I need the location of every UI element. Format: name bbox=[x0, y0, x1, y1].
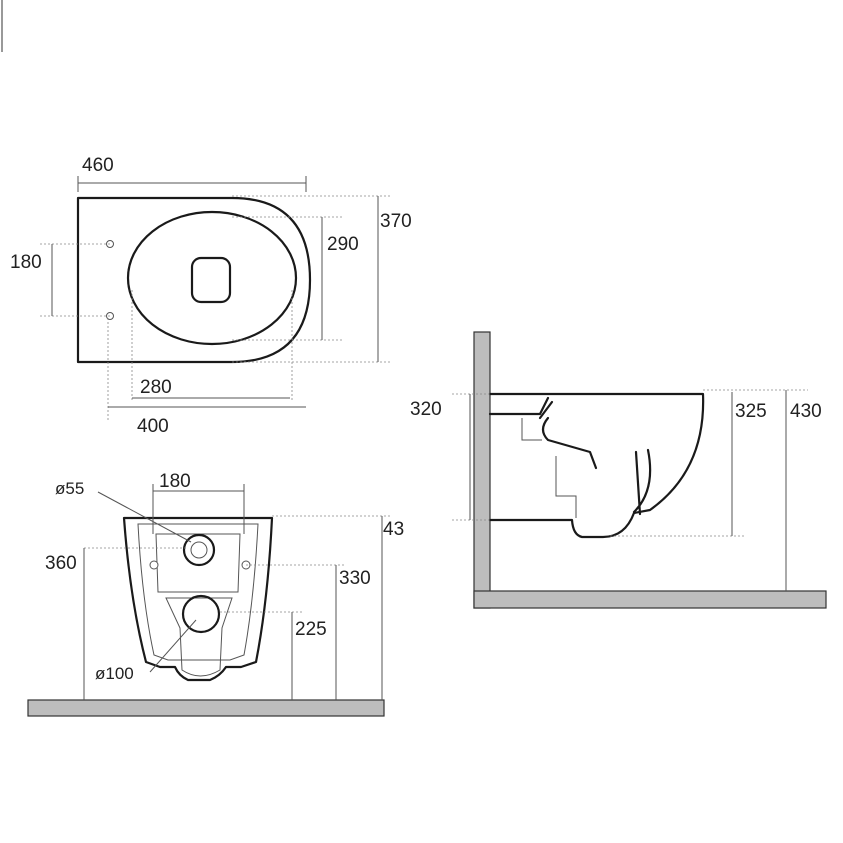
front-view-label-total-height-cropped: 43 bbox=[383, 519, 404, 540]
top-view-label-fixing-length: 400 bbox=[137, 416, 169, 437]
side-view-flush-channel bbox=[538, 400, 598, 470]
side-view-label-inlet-height: 320 bbox=[410, 399, 442, 420]
top-view-pan-outline bbox=[76, 196, 312, 364]
front-view-inlet-plate bbox=[155, 533, 241, 593]
front-view-outlet-hole bbox=[181, 594, 221, 634]
front-view-label-outlet-diameter: ø100 bbox=[95, 664, 134, 683]
front-view-label-inlet-height: 330 bbox=[339, 568, 371, 589]
front-view: ø55 180 360 330 225 ø100 43 bbox=[27, 471, 404, 717]
front-view-outlet-frame bbox=[165, 597, 233, 677]
side-view-label-total-height: 430 bbox=[790, 401, 822, 422]
top-view-drain bbox=[190, 256, 232, 304]
side-view-pan-outline bbox=[488, 392, 705, 539]
side-view: 320 325 430 bbox=[410, 331, 827, 609]
front-view-inlet-hole bbox=[190, 541, 208, 559]
front-view-body-outline bbox=[122, 516, 274, 682]
side-view-label-rim-depth: 325 bbox=[735, 401, 767, 422]
front-view-inner-shell bbox=[137, 523, 259, 661]
top-view-label-bowl-depth: 290 bbox=[327, 234, 359, 255]
side-view-inner-bowl bbox=[632, 448, 652, 516]
front-view-inlet-ring bbox=[182, 533, 216, 567]
side-view-wall bbox=[473, 331, 491, 609]
top-view: 460 370 290 180 280 400 bbox=[10, 155, 412, 437]
top-view-bowl bbox=[126, 210, 298, 346]
top-view-label-fixing-spacing: 180 bbox=[10, 252, 42, 273]
top-view-label-bowl-width: 280 bbox=[140, 377, 172, 398]
top-view-label-depth: 370 bbox=[380, 211, 412, 232]
front-view-label-outlet-height: 225 bbox=[295, 619, 327, 640]
front-view-label-inlet-diameter: ø55 bbox=[55, 479, 84, 498]
front-view-label-fixing-height: 360 bbox=[45, 553, 77, 574]
side-view-floor bbox=[473, 590, 827, 609]
side-view-trap bbox=[521, 418, 577, 518]
front-view-floor bbox=[27, 699, 385, 717]
front-view-label-fixing-centres: 180 bbox=[159, 471, 191, 492]
front-view-fixing-hole-left bbox=[149, 560, 159, 570]
top-view-label-width: 460 bbox=[82, 155, 114, 176]
